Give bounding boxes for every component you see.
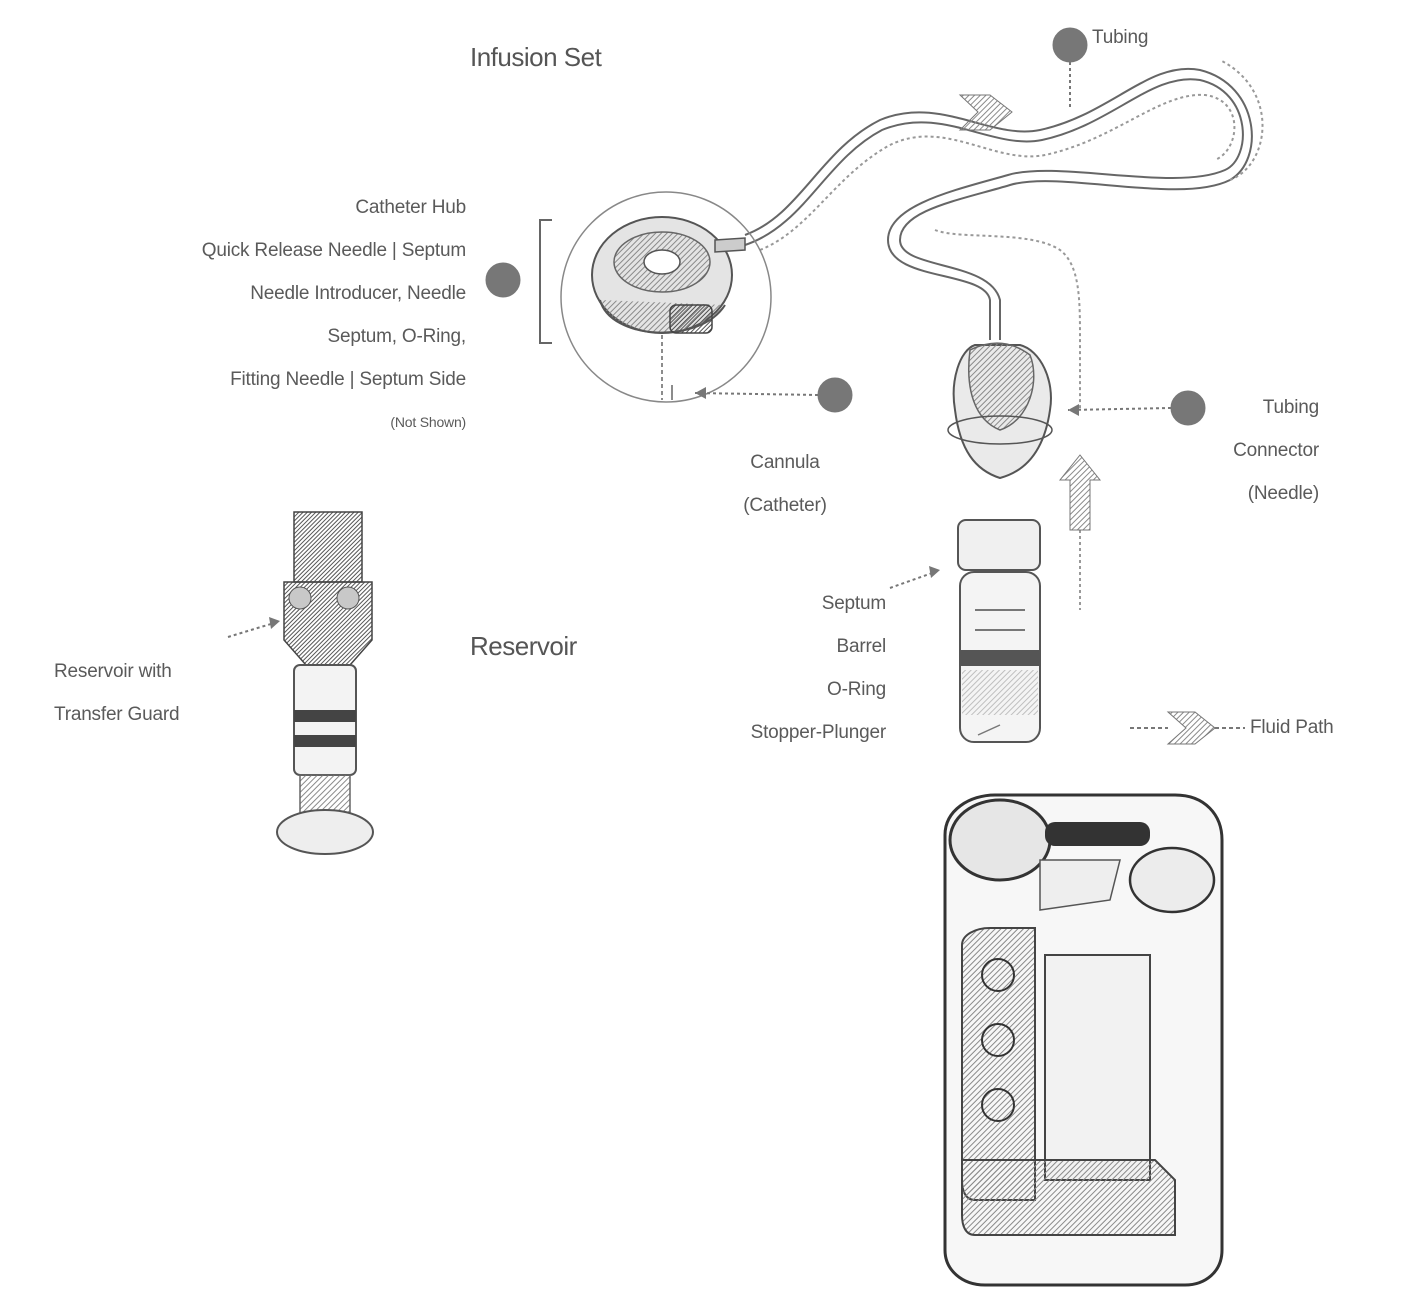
label-fluid-path: Fluid Path xyxy=(1250,718,1334,737)
label-tubing-connector-2: Connector xyxy=(1233,441,1319,460)
cannula-stub xyxy=(662,335,672,400)
tubing-connector xyxy=(948,343,1052,478)
catheter-hub xyxy=(592,217,745,333)
label-septum: Septum xyxy=(822,594,886,613)
fluid-path-arrow-up xyxy=(1060,455,1100,530)
label-not-shown: (Not Shown) xyxy=(390,415,466,429)
label-catheter: (Catheter) xyxy=(730,496,840,515)
label-catheter-hub: Catheter Hub xyxy=(355,198,466,217)
heading-infusion-set: Infusion Set xyxy=(470,44,601,70)
label-fitting-needle: Fitting Needle | Septum Side xyxy=(230,370,466,389)
fluid-path-legend-arrow xyxy=(1130,712,1245,744)
label-quick-release: Quick Release Needle | Septum xyxy=(202,241,466,260)
vial xyxy=(958,520,1040,742)
label-barrel: Barrel xyxy=(837,637,886,656)
label-transfer-guard: Transfer Guard xyxy=(54,705,179,724)
fluid-path-chevron-tubing xyxy=(960,95,1012,130)
label-tubing: Tubing xyxy=(1092,28,1148,47)
label-needle-introducer: Needle Introducer, Needle xyxy=(250,284,466,303)
label-tubing-connector-3: (Needle) xyxy=(1248,484,1319,503)
hub-bracket xyxy=(540,220,552,343)
label-tubing-connector-1: Tubing xyxy=(1263,398,1319,417)
insulin-pump xyxy=(945,795,1222,1285)
label-o-ring: O-Ring xyxy=(827,680,886,699)
connector-callout-dot xyxy=(1171,391,1205,425)
label-cannula: Cannula xyxy=(730,453,840,472)
cannula-callout-dot xyxy=(818,378,852,412)
label-septum-oring: Septum, O-Ring, xyxy=(328,327,467,346)
tubing-callout-dot xyxy=(1053,28,1087,62)
reservoir-transfer-guard xyxy=(277,512,373,854)
label-reservoir-with: Reservoir with xyxy=(54,662,172,681)
label-stopper-plunger: Stopper-Plunger xyxy=(751,723,886,742)
hub-callout-dot xyxy=(486,263,520,297)
heading-reservoir: Reservoir xyxy=(470,633,577,659)
